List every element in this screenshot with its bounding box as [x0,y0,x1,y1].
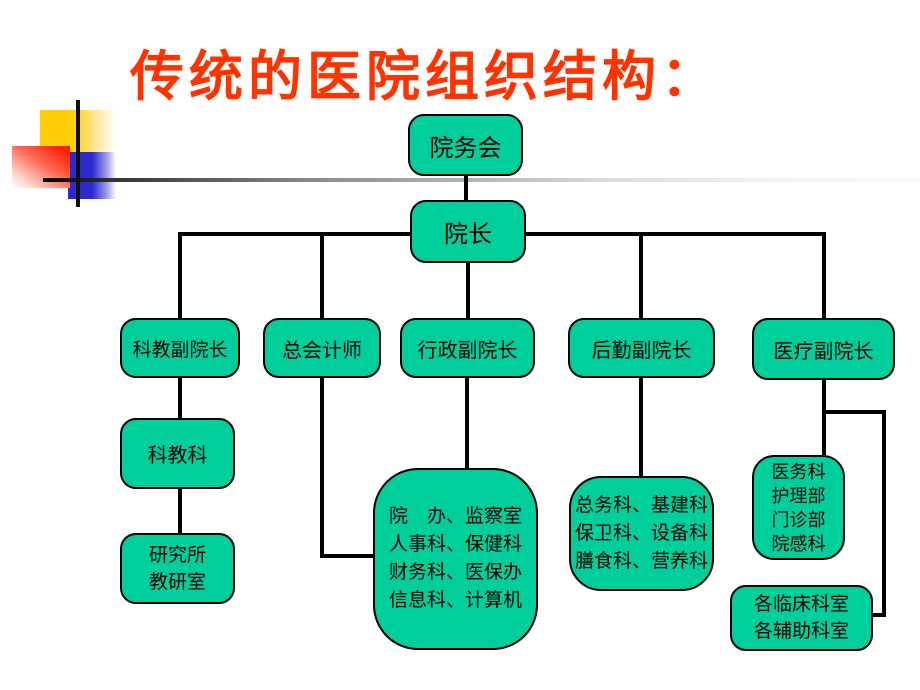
connector-accountant-down [320,378,324,558]
node-vp-science-education: 科教副院长 [120,318,240,378]
node-chief-accountant: 总会计师 [263,318,381,378]
node-vp-logistics: 后勤副院长 [568,318,715,378]
node-vp-medical-label: 医疗副院长 [773,340,874,363]
node-clinical-departments-label: 各临床科室 各辅助科室 [753,594,849,642]
node-medical-departments-label: 医务科 护理部 门诊部 院感科 [771,461,826,554]
node-dean: 院长 [410,200,526,263]
node-research-institute: 研究所 教研室 [120,533,235,604]
node-logistics-departments: 总务科、基建科 保卫科、设备科 膳食科、营养科 [569,476,714,591]
node-vp-science-education-label: 科教副院长 [132,339,228,361]
connector-accountant-adminbox [320,554,377,558]
connector-bus-accountant [320,232,324,320]
connector-vp-science-dept [178,378,182,420]
connector-bus-vp-medical [822,232,826,320]
node-admin-departments: 院 办、监察室 人事科、保健科 财务科、医保办 信息科、计算机 [373,468,538,650]
node-hospital-council-label: 院务会 [429,135,502,162]
connector-vp-medical-branch [822,410,886,414]
node-chief-accountant-label: 总会计师 [282,339,362,362]
connector-branch-down [882,410,886,617]
connector-bus-vp-science [178,232,182,320]
decoration-vertical-line [76,100,80,207]
connector-dept-research [178,489,182,535]
node-vp-medical: 医疗副院长 [752,318,895,380]
node-vp-administration: 行政副院长 [400,318,535,378]
node-vp-administration-label: 行政副院长 [417,339,518,362]
node-logistics-departments-label: 总务科、基建科 保卫科、设备科 膳食科、营养科 [574,494,708,572]
node-dean-label: 院长 [444,222,492,248]
connector-vp-admin-depts [465,378,469,470]
connector-vp-logistics-depts [639,378,643,478]
node-science-education-dept: 科教科 [120,418,235,489]
connector-dean-vp-admin [466,263,470,320]
node-medical-departments: 医务科 护理部 门诊部 院感科 [752,455,845,560]
node-science-education-dept-label: 科教科 [147,445,208,467]
node-research-institute-label: 研究所 教研室 [148,544,206,593]
decoration-horizontal-gradient-line [43,178,920,182]
connector-bus-vp-logistics [639,232,643,320]
connector-branch-clinical [871,613,886,617]
node-vp-logistics-label: 后勤副院长 [591,339,692,362]
page-title: 传统的医院组织结构： [130,47,720,107]
node-hospital-council: 院务会 [408,114,523,176]
connector-council-dean [464,175,468,201]
node-admin-departments-label: 院 办、监察室 人事科、保健科 财务科、医保办 信息科、计算机 [388,506,522,611]
connector-vp-medical-depts [822,380,826,457]
node-clinical-departments: 各临床科室 各辅助科室 [730,585,873,651]
